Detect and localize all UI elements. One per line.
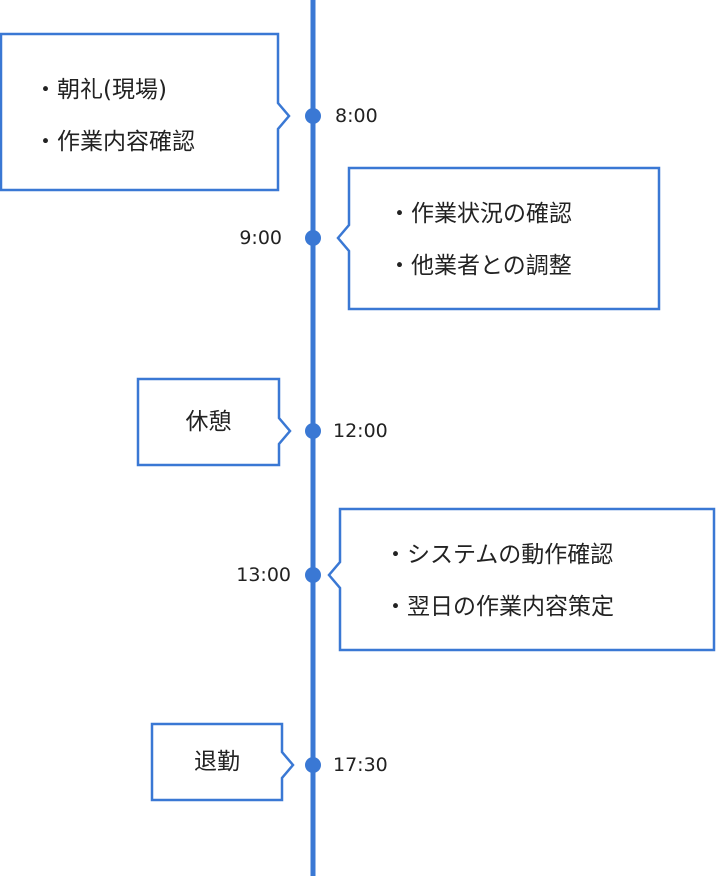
event-line: 退勤 bbox=[194, 749, 240, 775]
event-line: ・作業内容確認 bbox=[34, 129, 195, 155]
event-text-17-30: 退勤 bbox=[152, 736, 282, 788]
event-line: ・作業状況の確認 bbox=[388, 201, 572, 227]
event-box-8-00 bbox=[0, 32, 291, 192]
event-text-12-00: 休憩 bbox=[138, 396, 279, 448]
time-label-9-00: 9:00 bbox=[239, 227, 282, 249]
time-label-8-00: 8:00 bbox=[335, 105, 378, 127]
timeline-dot-12-00 bbox=[305, 423, 321, 439]
event-box-17-30 bbox=[150, 722, 295, 802]
event-box-9-00 bbox=[336, 166, 661, 311]
event-text-9-00: ・作業状況の確認 ・他業者との調整 bbox=[388, 188, 572, 292]
time-label-13-00: 13:00 bbox=[236, 564, 291, 586]
event-line: ・朝礼(現場) bbox=[34, 77, 167, 103]
timeline-dot-13-00 bbox=[305, 567, 321, 583]
time-label-12-00: 12:00 bbox=[333, 420, 388, 442]
event-line: ・システムの動作確認 bbox=[384, 542, 614, 568]
timeline-dot-17-30 bbox=[305, 757, 321, 773]
event-text-8-00: ・朝礼(現場) ・作業内容確認 bbox=[34, 64, 195, 168]
event-box-12-00 bbox=[136, 377, 292, 467]
event-line: ・翌日の作業内容策定 bbox=[384, 594, 614, 620]
timeline-dot-9-00 bbox=[305, 230, 321, 246]
event-box-13-00 bbox=[327, 507, 716, 652]
event-line: ・他業者との調整 bbox=[388, 253, 572, 279]
event-text-13-00: ・システムの動作確認 ・翌日の作業内容策定 bbox=[384, 529, 614, 633]
time-label-17-30: 17:30 bbox=[333, 754, 388, 776]
timeline-dot-8-00 bbox=[305, 108, 321, 124]
event-line: 休憩 bbox=[185, 409, 232, 435]
